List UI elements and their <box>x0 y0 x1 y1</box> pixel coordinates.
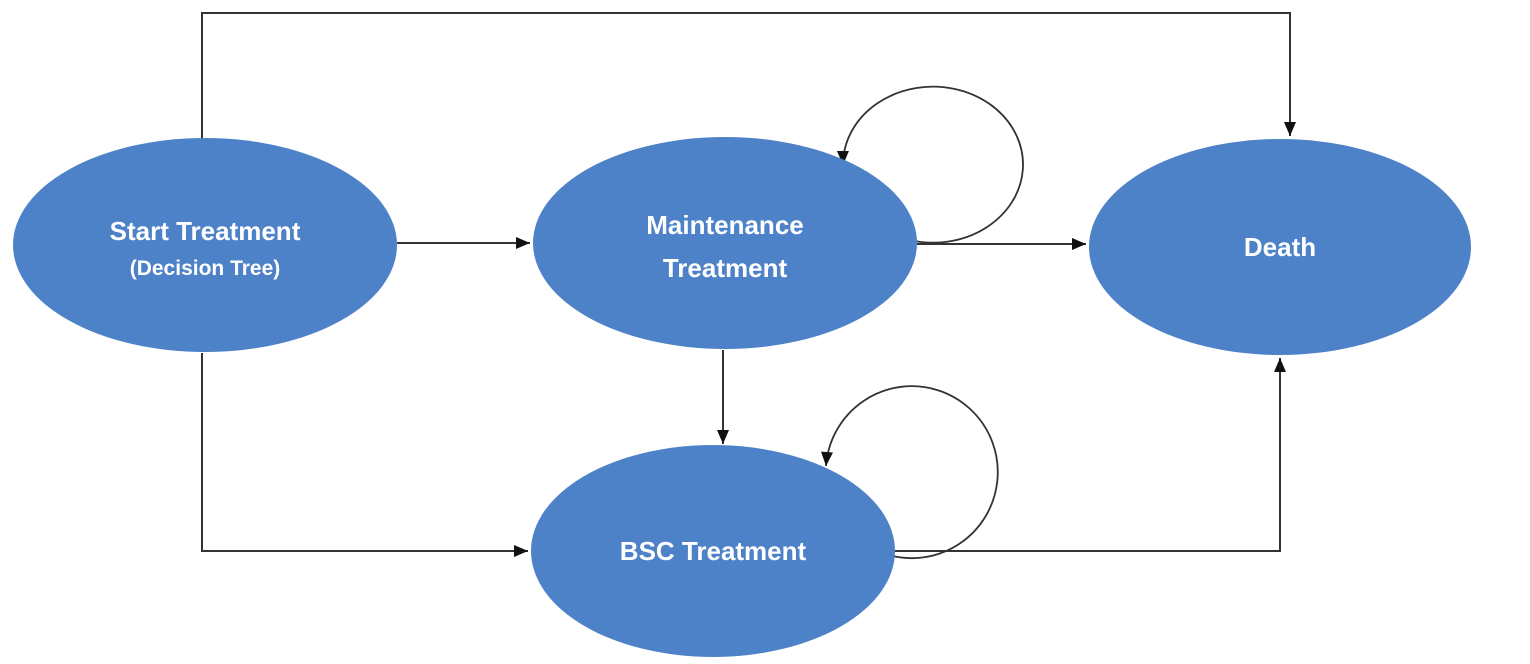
bsc-treatment-label: BSC Treatment <box>620 536 807 566</box>
start-treatment-sublabel: (Decision Tree) <box>130 257 281 280</box>
maintenance-treatment-label-line2: Treatment <box>663 253 788 283</box>
node-death: Death <box>1089 139 1471 355</box>
node-maintenance-treatment: Maintenance Treatment <box>533 137 917 349</box>
node-bsc-treatment: BSC Treatment <box>531 445 895 657</box>
maintenance-treatment-label-line1: Maintenance <box>646 210 804 240</box>
start-treatment-ellipse <box>13 138 397 352</box>
edge-bsc-self-loop <box>821 385 999 560</box>
death-ellipse <box>1089 139 1471 355</box>
death-label: Death <box>1244 232 1316 262</box>
edge-start-to-death <box>201 12 1296 140</box>
start-treatment-label: Start Treatment <box>110 216 301 246</box>
edge-bsc-to-death <box>895 358 1286 552</box>
maintenance-treatment-ellipse <box>533 137 917 349</box>
edge-start-to-bsc <box>201 353 528 557</box>
edge-layer <box>201 12 1296 560</box>
edge-maintenance-self-loop <box>836 85 1024 244</box>
node-start-treatment: Start Treatment (Decision Tree) <box>13 138 397 352</box>
bsc-treatment-ellipse <box>531 445 895 657</box>
